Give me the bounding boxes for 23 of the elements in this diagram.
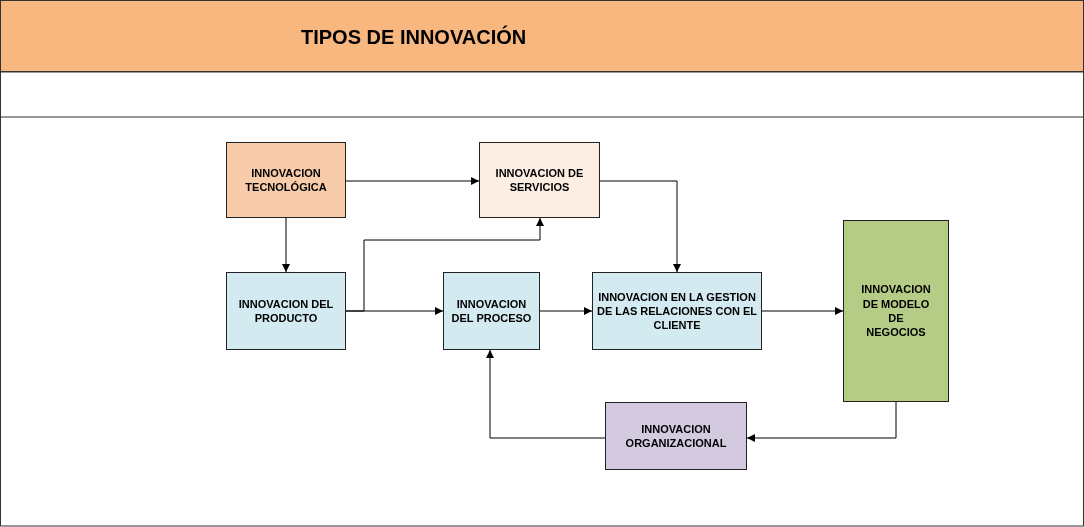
box-label: INNOVACION DEL PRODUCTO — [237, 296, 335, 326]
process-box — [479, 142, 600, 218]
process-box — [226, 142, 346, 218]
box-label: INNOVACION ORGANIZACIONAL — [624, 421, 728, 451]
process-box — [226, 272, 346, 350]
arrow — [761, 307, 844, 315]
arrow — [746, 401, 897, 442]
title-banner: TIPOS DE INNOVACIÓN — [0, 0, 1084, 72]
box-label: INNOVACION DE MODELO DE NEGOCIOS — [861, 282, 931, 340]
box-label: INNOVACION EN LA GESTION DE LAS RELACIONES CON EL CLIENTE — [596, 289, 758, 333]
process-box — [443, 272, 540, 350]
arrow — [282, 217, 290, 273]
arrow — [486, 349, 606, 439]
box-label: INNOVACION DEL PROCESO — [450, 296, 533, 326]
process-box — [843, 220, 949, 402]
arrow — [539, 307, 593, 315]
process-box — [605, 402, 747, 470]
box-label: INNOVACION DE SERVICIOS — [494, 165, 585, 195]
arrow — [345, 177, 480, 185]
box-label: INNOVACION TECNOLÓGICA — [244, 165, 328, 195]
arrow — [345, 307, 444, 315]
process-box — [592, 272, 762, 350]
arrow — [599, 180, 681, 273]
